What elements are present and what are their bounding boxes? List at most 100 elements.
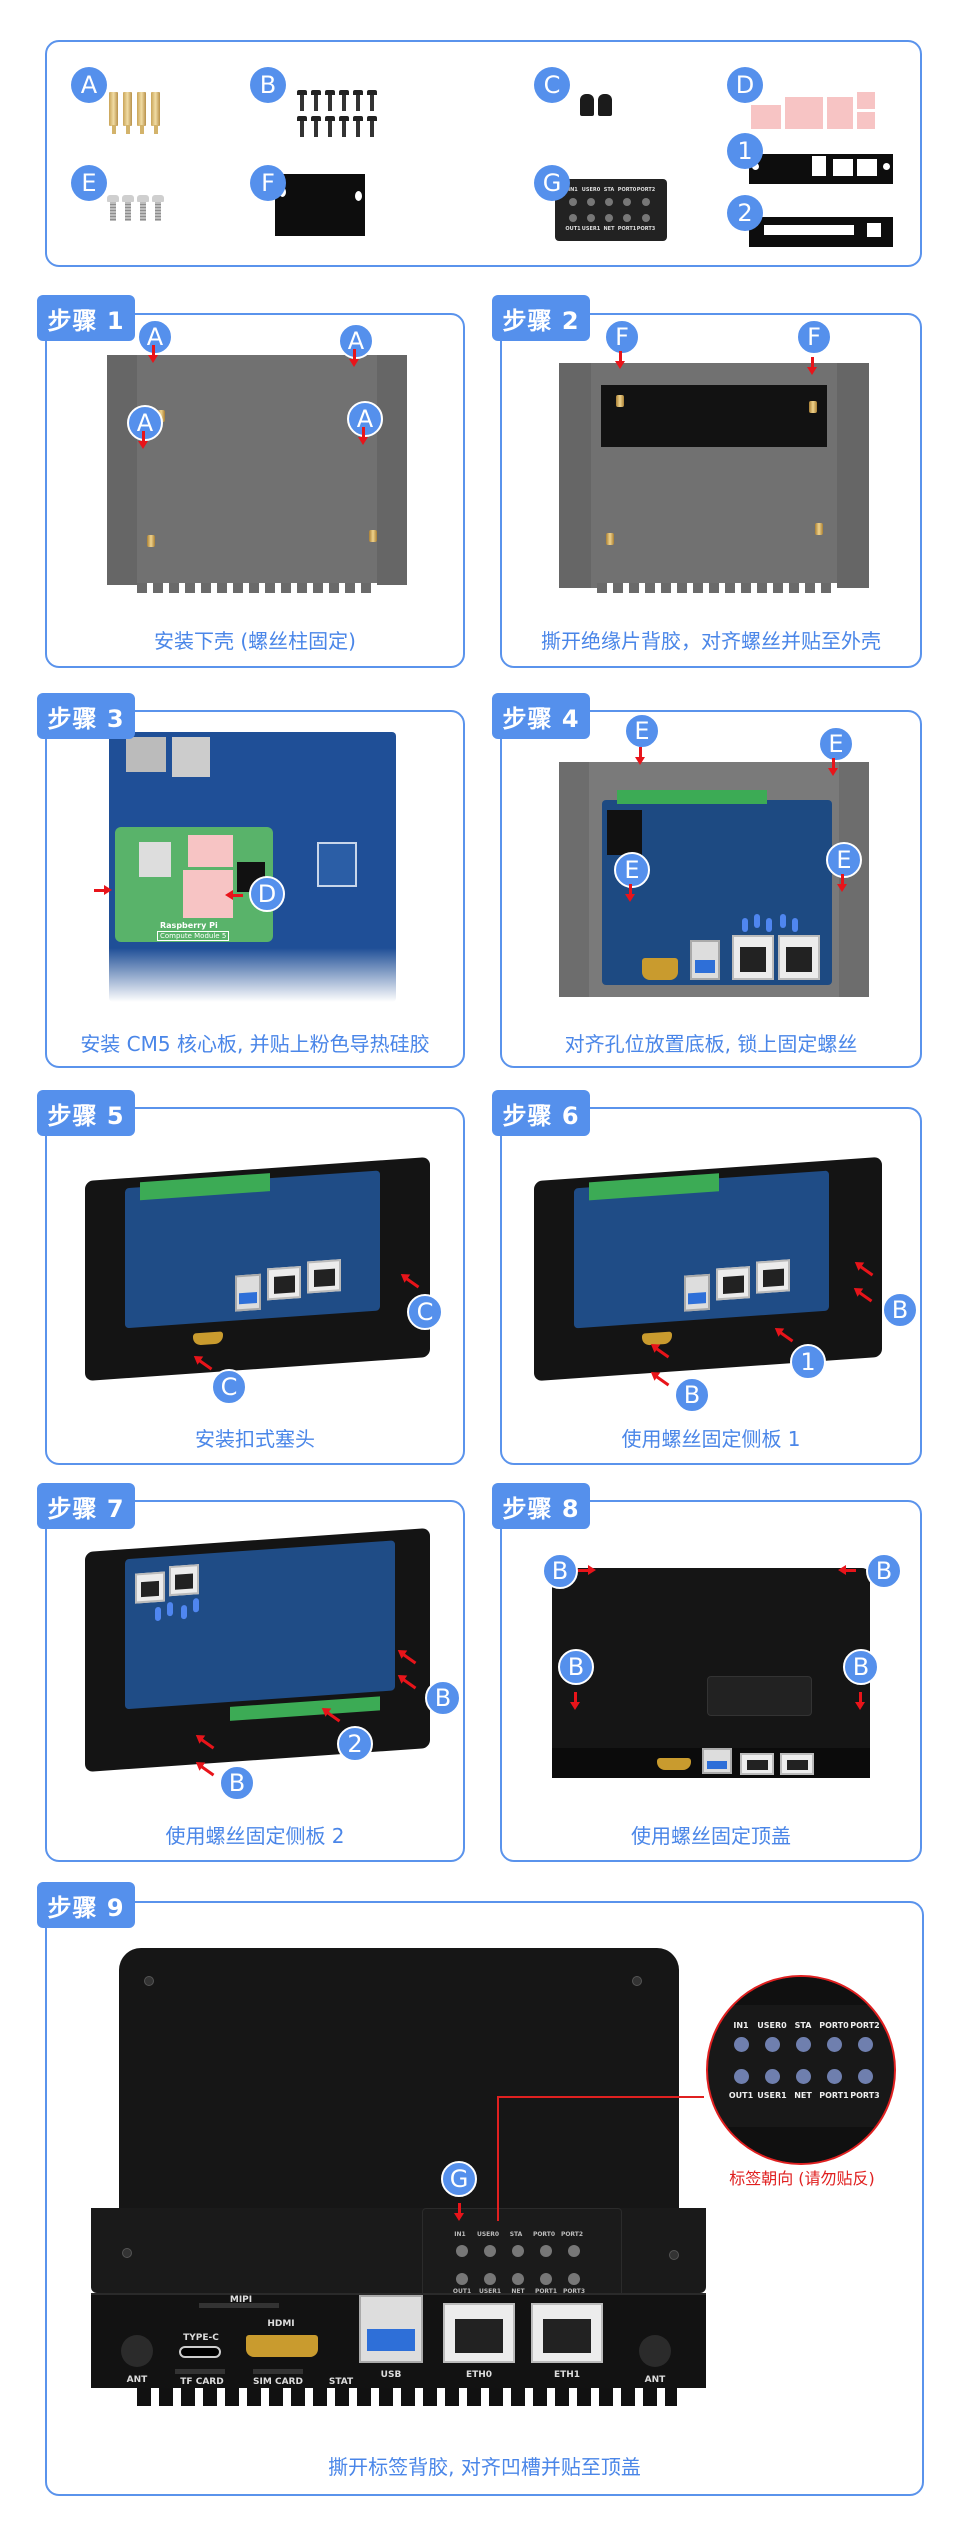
badge-e: E	[826, 842, 862, 878]
top-cover-image	[552, 1568, 870, 1778]
assembled-device-image: ANT MIPI TYPE-C TF CARD HDMI SIM CARD ST…	[77, 1948, 717, 2408]
device-led-label: IN1 USER0 STA PORT0 PORT2 OUT1 USER1 NET…	[452, 2231, 586, 2295]
badge-e: E	[818, 726, 854, 762]
parts-list-panel: A B C D E F G IN1 USER0	[45, 40, 922, 267]
badge-b: B	[674, 1377, 710, 1413]
label-eth1: ETH1	[553, 2370, 581, 2380]
step-2-tab: 步骤 2	[492, 295, 590, 341]
arrow-icon	[625, 884, 635, 902]
badge-b: B	[882, 1292, 918, 1328]
step-5-panel: C C 安装扣式塞头	[45, 1107, 465, 1465]
step-3-panel: Raspberry Pi Compute Module 5 D 安装 CM5 核…	[45, 710, 465, 1068]
step-3-tab: 步骤 3	[37, 693, 135, 739]
cm5-label: Compute Module 5	[157, 931, 230, 941]
arrow-icon	[199, 1764, 215, 1777]
arrow-icon	[838, 1565, 856, 1575]
step-2-panel: F F 撕开绝缘片背胶，对齐螺丝并贴至外壳	[500, 313, 922, 668]
enclosure-image	[85, 1156, 430, 1382]
step-7-tab: 步骤 7	[37, 1483, 135, 1529]
badge-b: B	[425, 1680, 461, 1716]
arrow-icon	[148, 345, 158, 363]
badge-c: C	[211, 1369, 247, 1405]
badge-b: B	[219, 1765, 255, 1801]
badge-part-1: 1	[727, 133, 763, 169]
callout-line	[497, 2096, 499, 2221]
orientation-callout-text: 标签朝向 (请勿贴反)	[729, 2169, 875, 2188]
badge-c: C	[407, 1294, 443, 1330]
step-8-panel: B B B B 使用螺丝固定顶盖	[500, 1500, 922, 1862]
label-eth0: ETH0	[465, 2370, 493, 2380]
arrow-icon	[94, 885, 112, 895]
badge-d: D	[249, 876, 285, 912]
cm5-module-image: Raspberry Pi Compute Module 5	[115, 827, 273, 942]
arrow-icon	[635, 747, 645, 765]
arrow-icon	[578, 1565, 596, 1575]
step-caption: 安装下壳 (螺丝柱固定)	[154, 629, 356, 653]
badge-a: A	[127, 405, 163, 441]
step-7-panel: B B 2 使用螺丝固定侧板 2	[45, 1500, 465, 1862]
arrow-icon	[615, 351, 625, 369]
step-caption: 使用螺丝固定侧板 1	[621, 1427, 801, 1451]
badge-e: E	[624, 713, 660, 749]
label-usb: USB	[380, 2370, 402, 2380]
callout-line	[497, 2096, 704, 2098]
step-6-panel: B B 1 使用螺丝固定侧板 1	[500, 1107, 922, 1465]
badge-b: B	[866, 1553, 902, 1589]
step-caption: 撕开标签背胶, 对齐凹槽并贴至顶盖	[328, 2455, 641, 2479]
label-mipi: MIPI	[229, 2295, 253, 2305]
badge-b: B	[843, 1649, 879, 1685]
step-9-panel: ANT MIPI TYPE-C TF CARD HDMI SIM CARD ST…	[45, 1901, 924, 2496]
cm5-label: Raspberry Pi	[160, 921, 218, 930]
step-8-tab: 步骤 8	[492, 1483, 590, 1529]
badge-a: A	[137, 319, 173, 355]
thermal-pad	[188, 835, 233, 867]
arrow-icon	[225, 890, 243, 900]
badge-g: G	[441, 2161, 477, 2197]
badge-part-e: E	[71, 165, 107, 201]
carrier-board-image	[602, 790, 832, 985]
step-caption: 使用螺丝固定侧板 2	[165, 1824, 345, 1848]
label-hdmi: HDMI	[267, 2319, 295, 2329]
step-caption: 安装 CM5 核心板, 并贴上粉色导热硅胶	[80, 1032, 430, 1056]
insulation-sheet	[601, 385, 827, 447]
step-1-panel: A A A A 安装下壳 (螺丝柱固定)	[45, 313, 465, 668]
arrow-icon	[570, 1692, 580, 1710]
insulation-sheet-image	[275, 174, 365, 236]
label-sim-card: SIM CARD	[253, 2377, 303, 2387]
badge-1: 1	[790, 1344, 826, 1380]
step-9-tab: 步骤 9	[37, 1882, 135, 1928]
arrow-icon	[358, 427, 368, 445]
step-caption: 使用螺丝固定顶盖	[631, 1824, 791, 1848]
arrow-icon	[807, 357, 817, 375]
badge-part-a: A	[71, 67, 107, 103]
badge-e: E	[614, 852, 650, 888]
enclosure-image	[85, 1527, 430, 1773]
arrow-icon	[349, 349, 359, 367]
step-4-panel: E E E E 对齐孔位放置底板, 锁上固定螺丝	[500, 710, 922, 1068]
badge-a: A	[338, 323, 374, 359]
arrow-icon	[454, 2203, 464, 2221]
badge-b: B	[542, 1553, 578, 1589]
enclosure-image	[534, 1156, 882, 1382]
step-4-tab: 步骤 4	[492, 693, 590, 739]
badge-part-g: G	[534, 165, 570, 201]
label-type-c: TYPE-C	[183, 2333, 219, 2343]
badge-part-d: D	[727, 67, 763, 103]
badge-part-2: 2	[727, 195, 763, 231]
badge-b: B	[558, 1649, 594, 1685]
label-stat: STAT	[328, 2377, 354, 2387]
step-1-tab: 步骤 1	[37, 295, 135, 341]
arrow-icon	[138, 431, 148, 449]
step-caption: 对齐孔位放置底板, 锁上固定螺丝	[564, 1032, 858, 1056]
badge-2: 2	[337, 1726, 373, 1762]
badge-f: F	[604, 319, 640, 355]
badge-part-c: C	[534, 67, 570, 103]
arrow-icon	[855, 1692, 865, 1710]
step-caption: 安装扣式塞头	[195, 1427, 315, 1451]
side-panel-1-image	[749, 154, 893, 184]
lower-case-image	[559, 363, 869, 588]
side-panel-2-image	[749, 217, 893, 247]
arrow-icon	[828, 758, 838, 776]
badge-f: F	[796, 319, 832, 355]
thermal-pad	[183, 870, 233, 918]
